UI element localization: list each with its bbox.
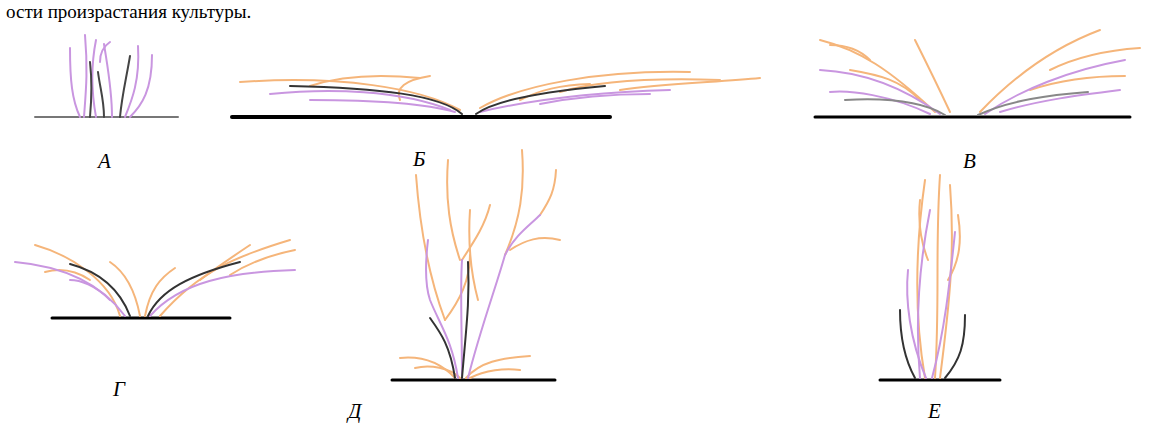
bush-e <box>880 175 1000 380</box>
annual-shoots <box>35 240 295 316</box>
ground-line <box>232 115 610 119</box>
figure-letter: Б <box>413 148 425 171</box>
ground-line <box>52 317 230 320</box>
annual-shoots <box>918 175 960 378</box>
old-stems <box>430 262 469 378</box>
young-shoots <box>70 35 152 117</box>
ground-line <box>815 116 1130 119</box>
bush-b <box>232 72 760 117</box>
annual-shoots <box>400 150 560 378</box>
bush-d <box>392 150 560 380</box>
ground-line <box>35 116 178 118</box>
figure-letter: Д <box>348 400 361 423</box>
annual-shoots <box>240 72 760 110</box>
old-stems <box>90 56 130 117</box>
old-stems <box>290 86 605 114</box>
heading-fragment: ости произрастания культуры. <box>6 2 251 23</box>
figure-letter: Е <box>928 400 941 423</box>
young-shoots <box>820 60 1125 114</box>
young-shoots <box>426 215 540 378</box>
old-stems <box>845 92 1088 115</box>
young-shoots <box>270 90 670 112</box>
old-stems <box>70 262 240 316</box>
young-shoots <box>15 262 295 316</box>
ground-line <box>392 379 555 382</box>
old-stems <box>900 310 965 378</box>
figure-letter: В <box>963 150 976 173</box>
figure-letter: А <box>98 150 111 173</box>
bush-g <box>15 240 295 318</box>
bush-v <box>815 30 1140 117</box>
young-shoots <box>907 210 955 378</box>
figure-letter: Г <box>113 378 125 401</box>
bush-a <box>35 35 178 117</box>
